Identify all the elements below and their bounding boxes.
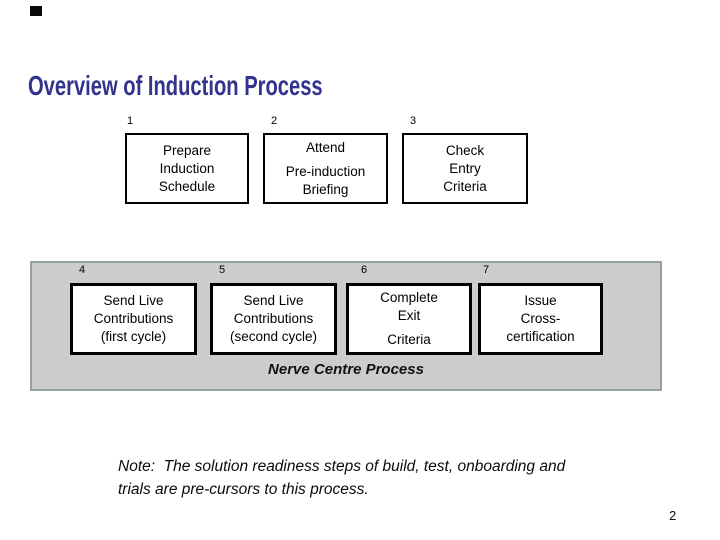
process-box-send-live-contributions-first-cycle: Send Live Contributions (first cycle) [70, 283, 197, 355]
step-number-3: 3 [410, 115, 417, 127]
box-line: Prepare [162, 142, 212, 158]
box-line: Criteria [443, 178, 487, 194]
box-line: (second cycle) [229, 329, 318, 344]
process-box-attend-pre-induction-briefing: Attend Pre-induction Briefing [263, 133, 388, 204]
box-line: Send Live [243, 293, 304, 308]
page-number: 2 [669, 508, 677, 523]
process-box-complete-exit-criteria: Complete Exit Criteria [346, 283, 472, 355]
box-line: Exit [397, 308, 421, 323]
process-box-check-entry-criteria: Check Entry Criteria [402, 133, 528, 204]
process-box-prepare-induction-schedule: Prepare Induction Schedule [125, 133, 249, 204]
note-text: Note: The solution readiness steps of bu… [118, 455, 565, 501]
note-line-2: trials are pre-cursors to this process. [118, 481, 369, 498]
box-line: Pre-induction [285, 163, 366, 179]
box-line: Complete [380, 290, 438, 305]
box-line: certification [506, 329, 575, 344]
box-line: Schedule [158, 178, 216, 194]
box-line: Contributions [93, 311, 174, 326]
step-number-5: 5 [219, 264, 226, 276]
box-line: Criteria [387, 332, 431, 347]
process-box-send-live-contributions-second-cycle: Send Live Contributions (second cycle) [210, 283, 337, 355]
step-number-2: 2 [271, 115, 278, 127]
note-line-1: Note: The solution readiness steps of bu… [118, 458, 566, 475]
step-number-7: 7 [483, 264, 490, 276]
box-line: Contributions [233, 311, 314, 326]
box-line: Check [445, 142, 485, 158]
band-label: Nerve Centre Process [268, 361, 424, 378]
page-title: Overview of Induction Process [28, 70, 323, 101]
box-line: Induction [159, 160, 215, 176]
box-line: Attend [305, 139, 346, 155]
box-line: Entry [449, 160, 481, 176]
box-line: Issue [524, 293, 557, 308]
box-line: Send Live [103, 293, 164, 308]
step-number-4: 4 [79, 264, 86, 276]
step-number-1: 1 [127, 115, 134, 127]
box-line: Cross- [520, 311, 561, 326]
process-box-issue-cross-certification: Issue Cross- certification [478, 283, 603, 355]
box-line: Briefing [302, 181, 349, 197]
box-line: (first cycle) [100, 329, 167, 344]
step-number-6: 6 [361, 264, 368, 276]
corner-mark [30, 6, 42, 16]
